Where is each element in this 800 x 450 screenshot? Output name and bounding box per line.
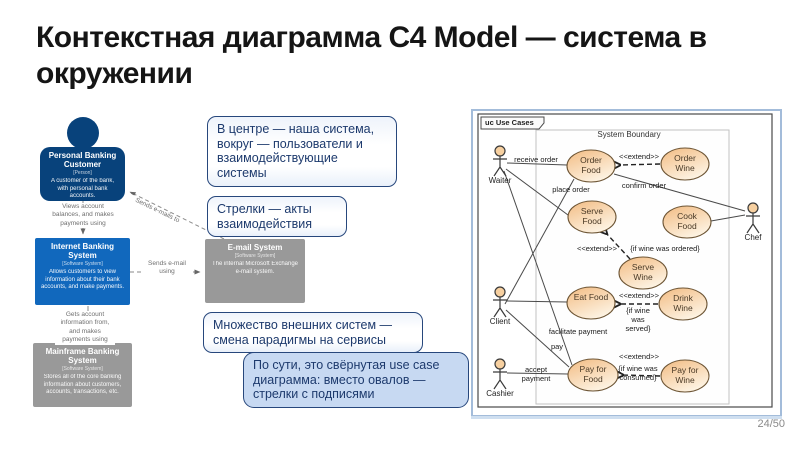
use-case-shapes bbox=[477, 113, 773, 408]
page-title: Контекстная диаграмма C4 Model — система… bbox=[36, 21, 707, 90]
actor-cashier-icon bbox=[493, 358, 507, 390]
box-title: E-mail System bbox=[227, 243, 283, 252]
uml-frame-label: uc Use Cases bbox=[485, 118, 534, 127]
uc-label-accept-payment: accept payment bbox=[521, 365, 551, 383]
box-type: [Software System] bbox=[62, 366, 103, 373]
usecase-pay-for-wine bbox=[660, 359, 710, 393]
relation-label-views-account: Views account balances, and makes paymen… bbox=[51, 203, 115, 229]
usecase-label: Cook Food bbox=[677, 211, 697, 231]
usecase-label: Order Food bbox=[580, 155, 602, 175]
actor-label-cashier: Cashier bbox=[486, 389, 514, 398]
box-description: Stores all of the core banking informati… bbox=[43, 374, 122, 396]
usecase-label: Eat Food bbox=[573, 292, 609, 302]
callout-center-system: В центре — наша система, вокруг — пользо… bbox=[207, 116, 397, 187]
uc-label-extend: <<extend>> bbox=[576, 244, 618, 253]
actor-waiter-icon bbox=[493, 145, 507, 177]
use-case-diagram-panel: uc Use Cases System Boundary Order Food … bbox=[471, 109, 782, 417]
actor-client-icon bbox=[493, 286, 507, 318]
c4-box-personal-banking-customer: Personal Banking Customer [Person] A cus… bbox=[40, 147, 125, 201]
usecase-label: Pay for Wine bbox=[671, 365, 699, 385]
uc-label-confirm-order: confirm order bbox=[621, 181, 667, 190]
usecase-order-food bbox=[566, 149, 616, 183]
uc-actors bbox=[493, 145, 760, 390]
uc-label-facilitate-payment: facilitate payment bbox=[548, 327, 608, 336]
usecase-serve-wine bbox=[618, 256, 668, 290]
uc-label-if-served: {if wine was served} bbox=[625, 306, 651, 333]
uc-label-extend: <<extend>> bbox=[618, 152, 660, 161]
uc-association-lines bbox=[503, 162, 746, 375]
relation-label-sends-email-using: Sends e-mail using bbox=[141, 260, 193, 277]
c4-box-mainframe-banking-system: Mainframe Banking System [Software Syste… bbox=[33, 343, 132, 407]
uc-label-pay: pay bbox=[550, 342, 564, 351]
box-type: [Person] bbox=[73, 170, 92, 177]
usecase-label: Drink Wine bbox=[673, 293, 693, 313]
uc-extend-arrows bbox=[606, 164, 661, 376]
usecase-pay-for-food bbox=[567, 358, 619, 392]
c4-box-internet-banking-system: Internet Banking System [Software System… bbox=[35, 238, 130, 305]
callout-external-systems: Множество внешних систем — смена парадиг… bbox=[203, 312, 423, 354]
box-description: The internal Microsoft Exchange e-mail s… bbox=[211, 261, 299, 275]
page-number: 24/50 bbox=[757, 418, 785, 430]
c4-context-diagram: Personal Banking Customer [Person] A cus… bbox=[25, 108, 315, 418]
actor-label-waiter: Waiter bbox=[488, 176, 512, 185]
callout-arrows: Стрелки — акты взаимодействия bbox=[207, 196, 347, 238]
uc-label-receive-order: receive order bbox=[514, 155, 558, 164]
usecase-label: Order Wine bbox=[674, 153, 696, 173]
usecase-cook-food bbox=[662, 205, 712, 239]
relation-label-gets-account: Gets account information from, and makes… bbox=[55, 311, 115, 345]
box-type: [Software System] bbox=[62, 261, 103, 268]
box-type: [Software System] bbox=[234, 253, 276, 260]
usecase-label: Serve Food bbox=[580, 206, 604, 226]
box-title: Personal Banking Customer bbox=[48, 151, 117, 170]
actor-chef-icon bbox=[746, 202, 760, 234]
uc-label-extend: <<extend>> bbox=[618, 352, 660, 361]
callout-use-case: По сути, это свёрнутая use case диаграмм… bbox=[243, 352, 469, 408]
usecase-serve-food bbox=[567, 200, 617, 234]
person-icon bbox=[67, 117, 99, 149]
uc-label-place-order: place order bbox=[552, 185, 590, 194]
box-description: A customer of the bank, with personal ba… bbox=[50, 178, 115, 200]
uml-frame-tab bbox=[480, 116, 545, 130]
uc-label-if-ordered: {if wine was ordered} bbox=[630, 244, 700, 253]
system-boundary-label: System Boundary bbox=[597, 130, 661, 139]
usecase-eat-food bbox=[566, 286, 616, 320]
usecase-drink-wine bbox=[658, 287, 708, 321]
actor-label-client: Client bbox=[489, 317, 511, 326]
uc-ellipses bbox=[566, 147, 712, 393]
panel-bottom-strip bbox=[471, 416, 782, 419]
box-title: Mainframe Banking System bbox=[45, 347, 120, 366]
uc-label-extend: <<extend>> bbox=[618, 291, 660, 300]
box-description: Allows customers to view information abo… bbox=[40, 269, 125, 291]
usecase-label: Serve Wine bbox=[631, 262, 655, 282]
c4-box-email-system: E-mail System [Software System] The inte… bbox=[205, 239, 305, 303]
usecase-order-wine bbox=[660, 147, 710, 181]
usecase-label: Pay for Food bbox=[579, 364, 607, 384]
box-title: Internet Banking System bbox=[50, 242, 115, 261]
uc-label-if-consumed: {if wine was consumed} bbox=[618, 364, 658, 382]
actor-label-chef: Chef bbox=[744, 233, 762, 242]
